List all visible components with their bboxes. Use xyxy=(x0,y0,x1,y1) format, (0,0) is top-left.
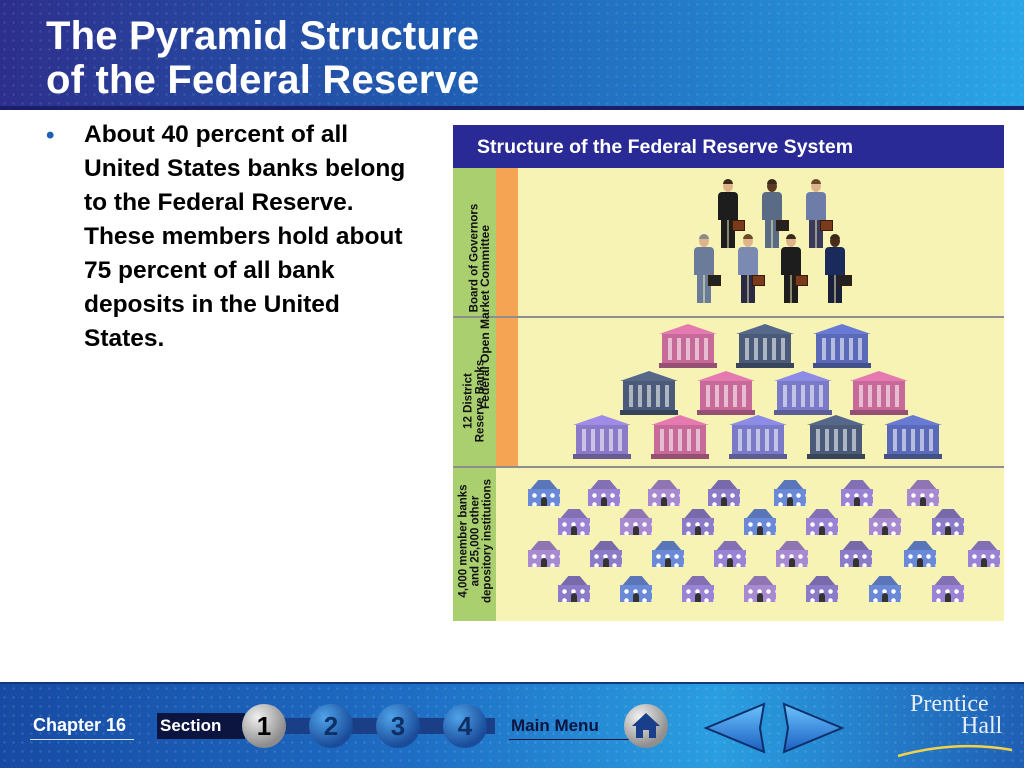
publisher-logo-line-2: Hall xyxy=(961,713,1003,739)
member-bank-icon xyxy=(741,509,779,537)
slide-title-line-1: The Pyramid Structure xyxy=(46,14,480,58)
bullet-text: About 40 percent of all United States ba… xyxy=(84,121,406,352)
member-bank-icon xyxy=(555,509,593,537)
member-bank-icon xyxy=(679,509,717,537)
home-icon xyxy=(632,713,660,738)
section-strip xyxy=(245,718,495,734)
reserve-bank-icon xyxy=(697,371,755,415)
bullet-icon: • xyxy=(46,122,55,149)
footer-divider xyxy=(0,682,1024,685)
governor-figure-icon xyxy=(823,234,852,305)
title-underline xyxy=(0,106,1024,110)
member-bank-icon xyxy=(585,480,623,508)
member-bank-icon xyxy=(965,541,1003,569)
main-menu-link[interactable]: Main Menu xyxy=(511,716,599,735)
diagram-header: Structure of the Federal Reserve System xyxy=(453,125,1004,168)
reserve-bank-icon xyxy=(651,415,709,459)
member-bank-icon xyxy=(679,576,717,604)
member-bank-icon xyxy=(866,509,904,537)
member-bank-icon xyxy=(741,576,779,604)
reserve-bank-icon xyxy=(807,415,865,459)
reserve-bank-icon xyxy=(813,324,871,368)
previous-slide-button[interactable] xyxy=(702,700,768,756)
publisher-logo-line-1: Prentice xyxy=(910,691,989,717)
right-arrow-icon xyxy=(782,702,845,754)
member-bank-icon xyxy=(711,541,749,569)
member-bank-icon xyxy=(771,480,809,508)
reserve-bank-icon xyxy=(620,371,678,415)
tier-divider xyxy=(453,466,1004,468)
member-bank-icon xyxy=(929,509,967,537)
member-bank-icon xyxy=(803,509,841,537)
member-bank-icon xyxy=(929,576,967,604)
member-bank-icon xyxy=(837,541,875,569)
main-menu-underline xyxy=(509,739,631,740)
member-bank-icon xyxy=(525,541,563,569)
member-bank-icon xyxy=(866,576,904,604)
member-bank-icon xyxy=(555,576,593,604)
section-1-button[interactable]: 1 xyxy=(242,704,286,748)
title-bar xyxy=(0,0,1024,110)
member-bank-icon xyxy=(838,480,876,508)
member-bank-icon xyxy=(705,480,743,508)
member-bank-icon xyxy=(587,541,625,569)
chapter-link[interactable]: Chapter 16 xyxy=(33,715,127,735)
home-button[interactable] xyxy=(624,704,668,748)
governor-figure-icon xyxy=(804,179,833,250)
side-label-fomc: Federal Open Market Committee xyxy=(478,224,492,410)
governor-figure-icon xyxy=(779,234,808,305)
reserve-bank-icon xyxy=(884,415,942,459)
member-bank-icon xyxy=(525,480,563,508)
governor-figure-icon xyxy=(736,234,765,305)
reserve-bank-icon xyxy=(659,324,717,368)
governor-figure-icon xyxy=(760,179,789,250)
member-bank-icon xyxy=(617,576,655,604)
section-label: Section xyxy=(160,716,222,735)
tier-divider xyxy=(453,316,1004,318)
next-slide-button[interactable] xyxy=(780,700,846,756)
diagram-title: Structure of the Federal Reserve System xyxy=(477,136,854,158)
reserve-bank-icon xyxy=(729,415,787,459)
section-4-button[interactable]: 4 xyxy=(443,704,487,748)
governor-figure-icon xyxy=(692,234,721,305)
left-arrow-icon xyxy=(703,702,766,754)
slide-title-line-2: of the Federal Reserve xyxy=(46,58,480,102)
reserve-bank-icon xyxy=(736,324,794,368)
reserve-bank-icon xyxy=(573,415,631,459)
tier-label-band xyxy=(453,168,496,621)
section-3-button[interactable]: 3 xyxy=(376,704,420,748)
member-bank-icon xyxy=(649,541,687,569)
logo-swoosh-icon xyxy=(897,744,1013,758)
member-bank-icon xyxy=(901,541,939,569)
member-bank-icon xyxy=(803,576,841,604)
chapter-underline xyxy=(30,739,134,740)
member-bank-icon xyxy=(617,509,655,537)
governor-figure-icon xyxy=(716,179,745,250)
section-label-box xyxy=(157,713,245,739)
section-2-button[interactable]: 2 xyxy=(309,704,353,748)
member-bank-icon xyxy=(645,480,683,508)
member-bank-icon xyxy=(773,541,811,569)
reserve-bank-icon xyxy=(774,371,832,415)
reserve-bank-icon xyxy=(850,371,908,415)
member-bank-icon xyxy=(904,480,942,508)
federal-reserve-diagram: Structure of the Federal Reserve System … xyxy=(453,125,1004,621)
